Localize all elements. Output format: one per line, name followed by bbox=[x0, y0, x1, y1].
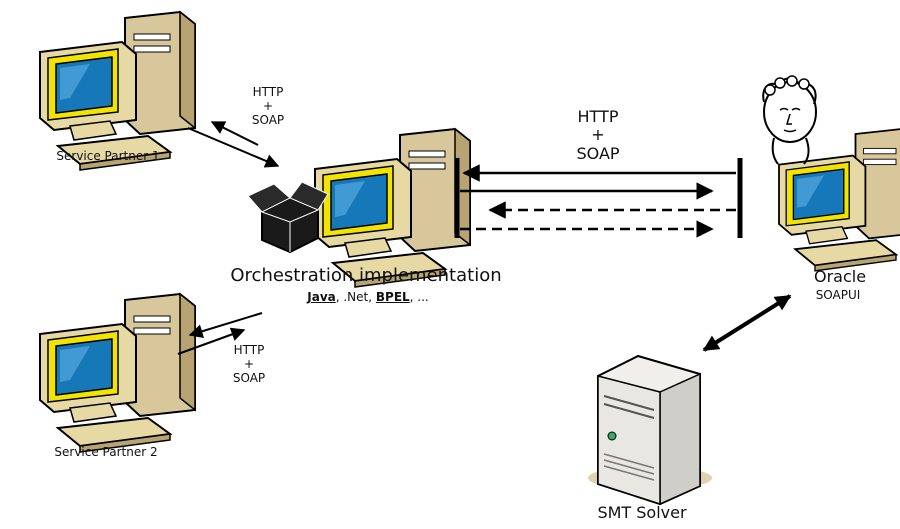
orchestration-label: Orchestration implementation bbox=[230, 265, 502, 286]
partner1-protocol-line1: HTTP bbox=[252, 85, 284, 99]
partner2-computer-icon bbox=[39, 293, 196, 453]
oracle-protocol: HTTP + SOAP bbox=[576, 107, 620, 163]
arrow-to-partner1 bbox=[210, 121, 259, 146]
partner1-protocol: HTTP + SOAP bbox=[251, 85, 285, 127]
partner1-computer-icon bbox=[39, 11, 196, 171]
partner2-label: Service Partner 2 bbox=[54, 445, 158, 459]
partner2-protocol-line2: + bbox=[243, 356, 255, 371]
oracle-label: Oracle bbox=[813, 267, 867, 286]
server-icon bbox=[588, 354, 712, 506]
partner2-protocol-line1: HTTP bbox=[233, 343, 265, 357]
orchestration-computer-icon bbox=[314, 128, 471, 288]
oracle-computer-icon bbox=[778, 127, 900, 272]
partner1-protocol-line3: SOAP bbox=[251, 112, 285, 127]
partner1-label: Service Partner 1 bbox=[56, 149, 160, 163]
arrow-oracle-solver bbox=[702, 294, 792, 352]
oracle-sublabel: SOAPUI bbox=[815, 288, 861, 302]
partner2-protocol-line3: SOAP bbox=[232, 370, 266, 385]
tech-rest: , ... bbox=[409, 290, 429, 304]
oracle-protocol-line3: SOAP bbox=[576, 143, 620, 163]
tech-bpel: BPEL bbox=[375, 290, 410, 304]
arrow-from-partner1 bbox=[187, 127, 280, 168]
oracle-protocol-line2: + bbox=[591, 125, 605, 145]
partner1-protocol-line2: + bbox=[262, 98, 274, 113]
solver-label: SMT Solver bbox=[597, 503, 687, 522]
package-box-icon bbox=[247, 181, 329, 254]
oracle-head-icon bbox=[762, 75, 817, 165]
oracle-protocol-line1: HTTP bbox=[577, 107, 619, 126]
tech-sep1: , .Net, bbox=[335, 290, 376, 304]
tech-java: Java bbox=[307, 290, 336, 304]
arrow-to-partner2 bbox=[188, 312, 263, 339]
partner2-protocol: HTTP + SOAP bbox=[232, 343, 266, 385]
orchestration-tech: Java, .Net, BPEL, ... bbox=[307, 290, 429, 305]
arrow-from-partner2 bbox=[177, 327, 246, 355]
